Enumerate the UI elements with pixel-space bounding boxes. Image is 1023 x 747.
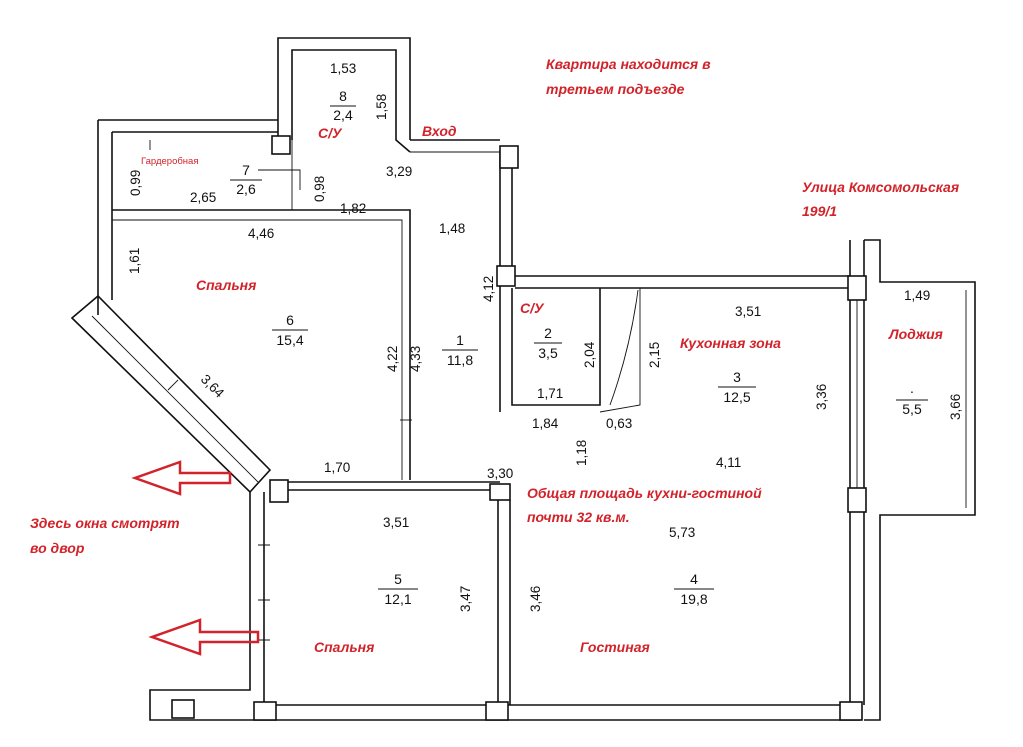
dim-4-46: 4,46 (248, 226, 274, 241)
note-entry: Вход (422, 123, 457, 139)
dim-3-36: 3,36 (814, 384, 829, 410)
svg-text:12,1: 12,1 (384, 591, 411, 607)
room-8: 8 2,4 (330, 88, 356, 123)
note-street-1: Улица Комсомольская (802, 179, 959, 195)
svg-text:4: 4 (690, 571, 698, 587)
label-loggia: Лоджия (888, 326, 943, 342)
note-entrance-2: третьем подъезде (546, 81, 685, 97)
dim-0-63: 0,63 (606, 416, 632, 431)
svg-text:2,6: 2,6 (236, 181, 256, 197)
svg-text:3: 3 (733, 369, 741, 385)
room-6: 6 15,4 (272, 312, 308, 348)
dim-3-64: 3,64 (198, 372, 228, 402)
svg-text:5: 5 (394, 571, 402, 587)
dim-1-61: 1,61 (127, 248, 142, 274)
label-bedroom-bottom: Спальня (314, 639, 374, 655)
arrow-lower (148, 618, 260, 656)
dim-3-47: 3,47 (458, 586, 473, 612)
note-street-2: 199/1 (802, 203, 837, 219)
dim-1-82: 1,82 (340, 201, 366, 216)
svg-text:11,8: 11,8 (447, 352, 473, 368)
room-1: 1 11,8 (442, 332, 478, 368)
svg-text:15,4: 15,4 (276, 332, 303, 348)
dim-3-51-bottom: 3,51 (383, 515, 409, 530)
columns (171, 135, 867, 721)
svg-text:2: 2 (544, 325, 552, 341)
svg-text:19,8: 19,8 (680, 591, 707, 607)
note-kitchen-total-2: почти 32 кв.м. (527, 509, 630, 525)
dim-5-73: 5,73 (669, 525, 695, 540)
room-7: 7 2,6 (230, 162, 262, 197)
dim-1-58: 1,58 (374, 94, 389, 120)
svg-text:1: 1 (456, 332, 464, 348)
room-3: 3 12,5 (718, 369, 756, 405)
dim-1-84: 1,84 (532, 416, 559, 431)
arrow-upper (131, 460, 232, 496)
note-windows-1: Здесь окна смотрят (30, 515, 180, 531)
note-kitchen-total-1: Общая площадь кухни-гостиной (527, 485, 762, 501)
dim-3-29: 3,29 (386, 164, 412, 179)
note-windows-2: во двор (30, 540, 85, 556)
dim-1-48: 1,48 (439, 221, 465, 236)
room-loggia: · 5,5 (896, 383, 928, 417)
dim-2-65: 2,65 (190, 190, 216, 205)
dim-2-15: 2,15 (647, 342, 662, 368)
svg-text:5,5: 5,5 (902, 401, 922, 417)
dim-2-04: 2,04 (582, 341, 597, 368)
label-bedroom-top: Спальня (196, 277, 256, 293)
dim-0-98: 0,98 (312, 176, 327, 202)
dim-1-53: 1,53 (330, 61, 356, 76)
dim-4-12: 4,12 (481, 276, 496, 302)
dim-3-66: 3,66 (948, 394, 963, 420)
label-living: Гостиная (580, 639, 650, 655)
label-wardrobe: Гардеробная (141, 156, 198, 167)
dim-4-22: 4,22 (385, 346, 400, 372)
dim-3-51-top: 3,51 (735, 304, 761, 319)
room-2: 2 3,5 (534, 325, 562, 361)
dim-1-70: 1,70 (324, 460, 350, 475)
svg-text:6: 6 (286, 312, 294, 328)
label-wc-top: С/У (318, 125, 343, 141)
room-tags: 8 2,4 7 2,6 6 15,4 1 11,8 2 3,5 3 12,5 (230, 88, 928, 607)
room-5: 5 12,1 (378, 571, 418, 607)
dim-3-30: 3,30 (487, 466, 513, 481)
annotations: Квартира находится в третьем подъезде Ул… (30, 56, 959, 655)
svg-text:8: 8 (339, 88, 347, 104)
svg-text:12,5: 12,5 (723, 389, 750, 405)
label-wc-mid: С/У (520, 300, 545, 316)
svg-text:·: · (910, 383, 915, 399)
dim-4-11: 4,11 (716, 455, 741, 470)
dim-3-46: 3,46 (528, 586, 543, 612)
svg-text:3,5: 3,5 (538, 345, 558, 361)
room-4: 4 19,8 (674, 571, 714, 607)
label-kitchen-zone: Кухонная зона (680, 335, 781, 351)
dim-1-18: 1,18 (574, 440, 589, 466)
window-arrows (131, 460, 260, 656)
dim-0-99: 0,99 (128, 170, 143, 196)
svg-text:7: 7 (242, 162, 250, 178)
dim-1-71: 1,71 (537, 386, 563, 401)
dim-1-49: 1,49 (904, 288, 930, 303)
note-entrance-1: Квартира находится в (546, 56, 711, 72)
dim-4-33: 4,33 (408, 346, 423, 372)
svg-text:2,4: 2,4 (333, 107, 353, 123)
dimensions: 1,53 1,58 3,29 0,99 2,65 0,98 1,82 4,46 … (127, 61, 963, 612)
